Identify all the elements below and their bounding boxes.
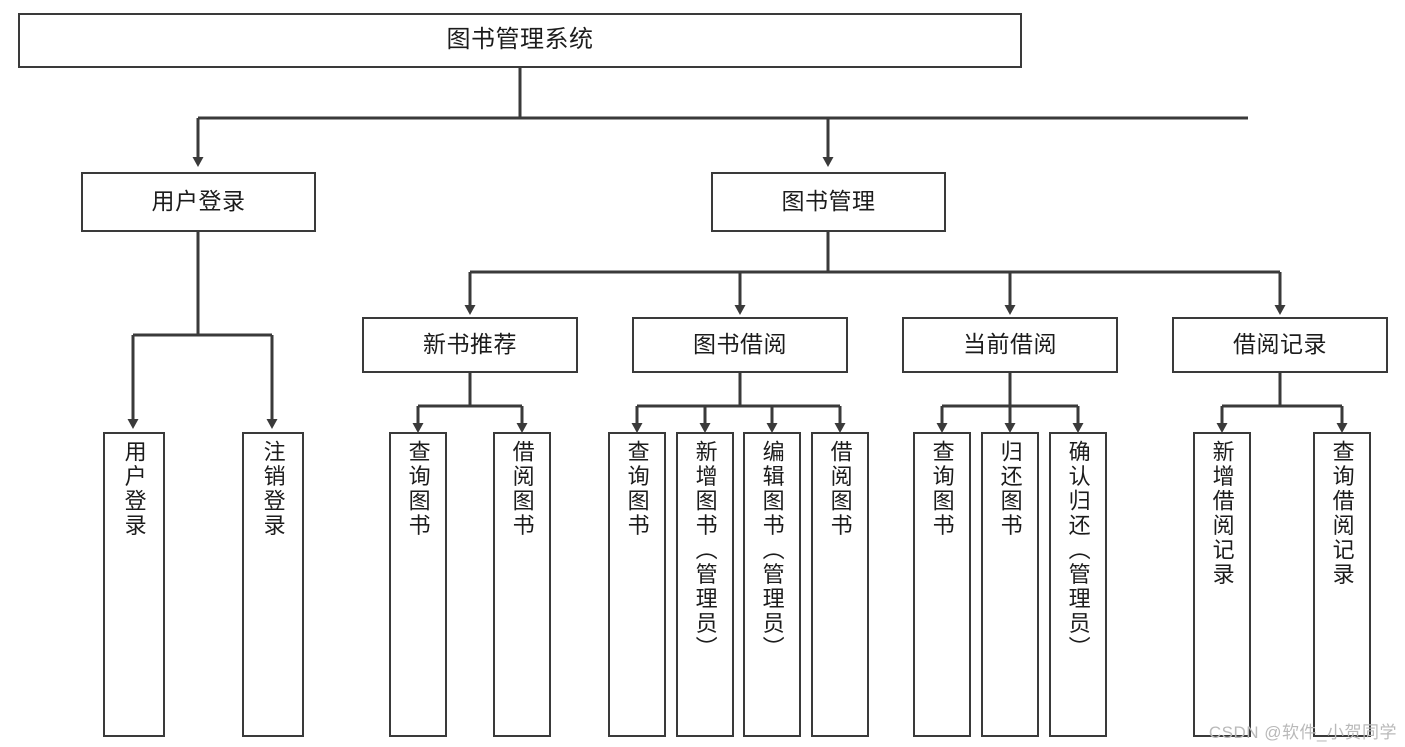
leaf-add-borrow-record[interactable]: 新增借阅记录 [1193,432,1251,737]
leaf-cur-query-book-label: 查询图书 [929,440,955,538]
leaf-borrow-book[interactable]: 借阅图书 [811,432,869,737]
node-current-borrow-label: 当前借阅 [963,331,1057,358]
leaf-query-borrow-record[interactable]: 查询借阅记录 [1313,432,1371,737]
node-book-borrow-label: 图书借阅 [693,331,787,358]
node-root-label: 图书管理系统 [446,26,594,54]
node-root[interactable]: 图书管理系统 [18,13,1022,68]
leaf-cur-query-book[interactable]: 查询图书 [913,432,971,737]
node-book-manage-label: 图书管理 [781,188,876,215]
leaf-confirm-return[interactable]: 确认归还（管理员） [1049,432,1107,737]
node-new-book-rec[interactable]: 新书推荐 [362,317,578,373]
leaf-return-book[interactable]: 归还图书 [981,432,1039,737]
leaf-return-book-label: 归还图书 [997,440,1023,538]
leaf-rec-query-book-label: 查询图书 [405,440,431,538]
node-user-login[interactable]: 用户登录 [81,172,316,232]
leaf-rec-borrow-book[interactable]: 借阅图书 [493,432,551,737]
node-borrow-record-label: 借阅记录 [1233,331,1327,358]
leaf-rec-borrow-book-label: 借阅图书 [509,440,535,538]
watermark-text: CSDN @软件_小贺同学 [1208,723,1397,742]
node-user-login-label: 用户登录 [151,188,246,215]
leaf-borrow-query-book[interactable]: 查询图书 [608,432,666,737]
leaf-add-book[interactable]: 新增图书（管理员） [676,432,734,737]
leaf-borrow-query-book-label: 查询图书 [624,440,650,538]
leaf-add-book-label: 新增图书（管理员） [692,440,718,661]
node-new-book-rec-label: 新书推荐 [423,331,517,358]
node-borrow-record[interactable]: 借阅记录 [1172,317,1388,373]
leaf-add-borrow-record-label: 新增借阅记录 [1209,440,1235,587]
node-book-borrow[interactable]: 图书借阅 [632,317,848,373]
leaf-borrow-book-label: 借阅图书 [827,440,853,538]
node-book-manage[interactable]: 图书管理 [711,172,946,232]
leaf-query-borrow-record-label: 查询借阅记录 [1329,440,1355,587]
node-current-borrow[interactable]: 当前借阅 [902,317,1118,373]
leaf-user-login[interactable]: 用户登录 [103,432,165,737]
leaf-edit-book[interactable]: 编辑图书（管理员） [743,432,801,737]
leaf-rec-query-book[interactable]: 查询图书 [389,432,447,737]
leaf-logout[interactable]: 注销登录 [242,432,304,737]
leaf-logout-label: 注销登录 [260,440,286,538]
leaf-confirm-return-label: 确认归还（管理员） [1065,440,1091,661]
leaf-edit-book-label: 编辑图书（管理员） [759,440,785,661]
leaf-user-login-label: 用户登录 [121,440,147,538]
